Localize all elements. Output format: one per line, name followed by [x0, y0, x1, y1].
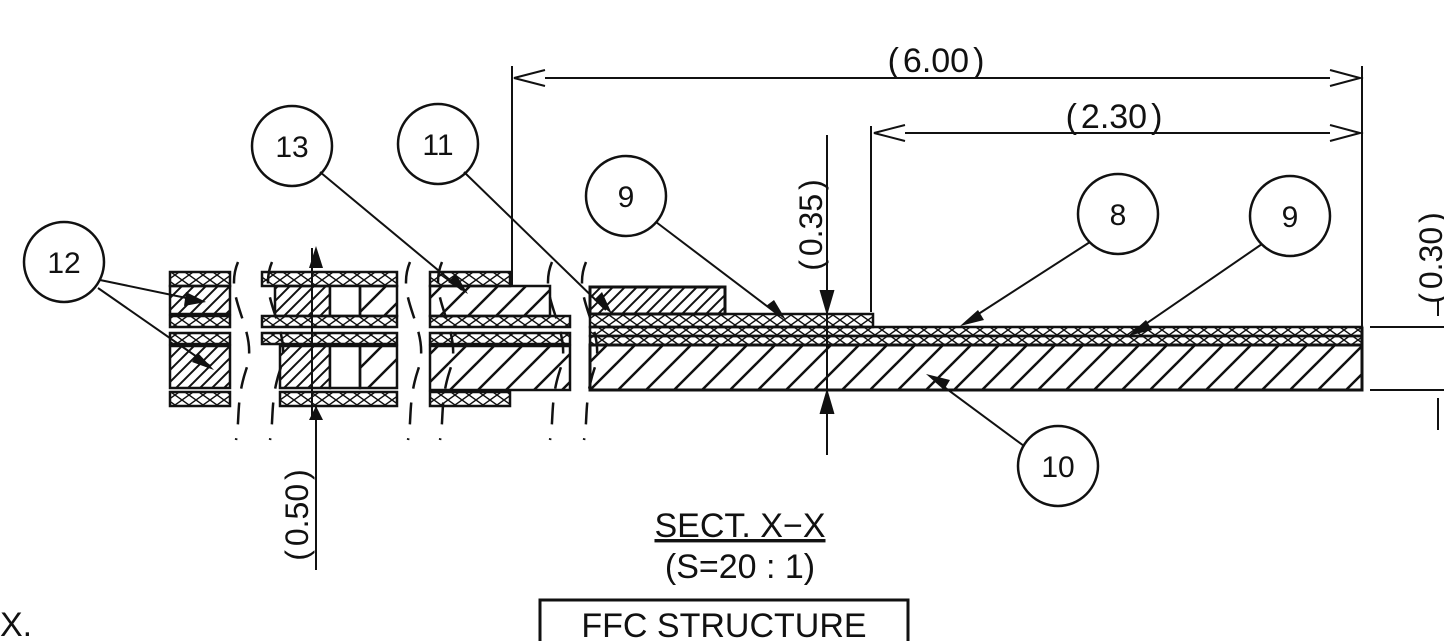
callout-12: 12: [22, 220, 214, 370]
structure-label-box: [538, 598, 910, 641]
callout-11: 11: [396, 102, 612, 314]
callout-13: 13: [250, 104, 468, 294]
svg-text:(2.30): (2.30): [1066, 98, 1163, 136]
structure-label: FFC STRUCTURE: [581, 607, 866, 641]
callout-10: 10: [926, 374, 1100, 508]
callout-10-label: 10: [1041, 451, 1074, 484]
svg-text:(0.30): (0.30): [1413, 212, 1444, 304]
dimension-thickness-total: (0.50): [279, 246, 323, 570]
dim-overall-value: 6.00: [903, 42, 969, 80]
svg-text:(0.50): (0.50): [279, 469, 315, 561]
conductor-layer-lower: [588, 334, 1364, 347]
conductor-layer-upper: [588, 325, 1364, 338]
svg-text:(0.35): (0.35): [793, 179, 829, 271]
callout-9-left-label: 9: [618, 181, 635, 214]
svg-text:(6.00): (6.00): [888, 42, 985, 80]
ffc-body: [588, 285, 1364, 392]
callout-9-left: 9: [584, 154, 786, 320]
callout-12-label: 12: [47, 247, 80, 280]
top-insulator-step: [588, 312, 875, 329]
section-scale: (S=20 : 1): [665, 548, 815, 586]
callout-8-label: 8: [1110, 199, 1127, 232]
dimension-overall: (6.00): [511, 42, 1364, 327]
dimension-thickness-exposed: (0.35): [793, 135, 835, 455]
dim-exposed-value: 2.30: [1081, 98, 1147, 136]
ffc-left-sections: [168, 270, 572, 408]
dimension-exposed: (2.30): [870, 98, 1364, 312]
callout-11-label: 11: [422, 129, 453, 162]
dim-thickness-right-value: 0.30: [1413, 227, 1444, 289]
fragment-text: X.: [0, 606, 32, 641]
callout-9-right-label: 9: [1282, 201, 1299, 234]
callout-8: 8: [960, 172, 1160, 326]
reinforcement-layer: [588, 285, 727, 316]
callout-9-right: 9: [1128, 174, 1332, 336]
dimension-thickness-right: (0.30): [1370, 212, 1444, 430]
dim-thickness-exposed-value: 0.35: [793, 194, 829, 256]
dim-thickness-total-value: 0.50: [279, 484, 315, 546]
callout-13-label: 13: [275, 131, 308, 164]
section-title: SECT. X−X: [654, 507, 825, 545]
base-film-layer: [588, 343, 1364, 392]
break-lines: [232, 261, 599, 441]
